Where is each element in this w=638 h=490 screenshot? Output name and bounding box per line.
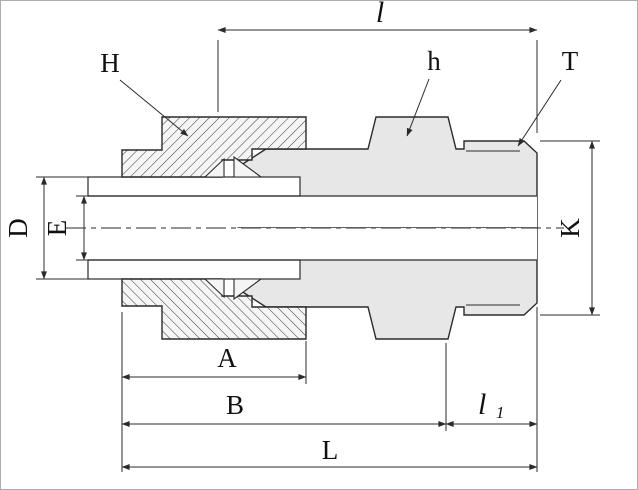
label-L: L — [322, 435, 339, 465]
dim-K — [540, 140, 600, 316]
label-T: T — [562, 46, 579, 76]
dim-A — [121, 341, 307, 384]
dim-D — [36, 176, 90, 280]
label-l1-base: l — [478, 388, 486, 421]
label-h: h — [427, 46, 441, 76]
label-B: B — [226, 390, 244, 420]
label-H: H — [100, 48, 120, 78]
label-K: K — [555, 218, 585, 238]
label-l: l — [376, 0, 384, 29]
leader-H — [119, 79, 189, 137]
fitting-section-top-half — [87, 116, 538, 229]
label-l1-sub: 1 — [496, 403, 505, 422]
bore-cavity — [88, 196, 537, 228]
dim-E — [76, 195, 94, 261]
dimension-lines — [36, 27, 600, 472]
back-ferrule-section — [203, 157, 225, 178]
label-A: A — [217, 343, 237, 373]
label-E: E — [42, 220, 72, 237]
dim-B — [121, 343, 447, 431]
tube-wall — [87, 176, 301, 197]
leader-h — [406, 78, 430, 137]
label-l1: l 1 — [478, 388, 504, 422]
nut-section — [121, 116, 307, 178]
label-D: D — [3, 218, 33, 238]
leader-T — [517, 79, 562, 147]
dimension-labels: l H h T D E K A B l 1 L — [3, 0, 585, 465]
front-ferrule-section — [233, 155, 263, 178]
